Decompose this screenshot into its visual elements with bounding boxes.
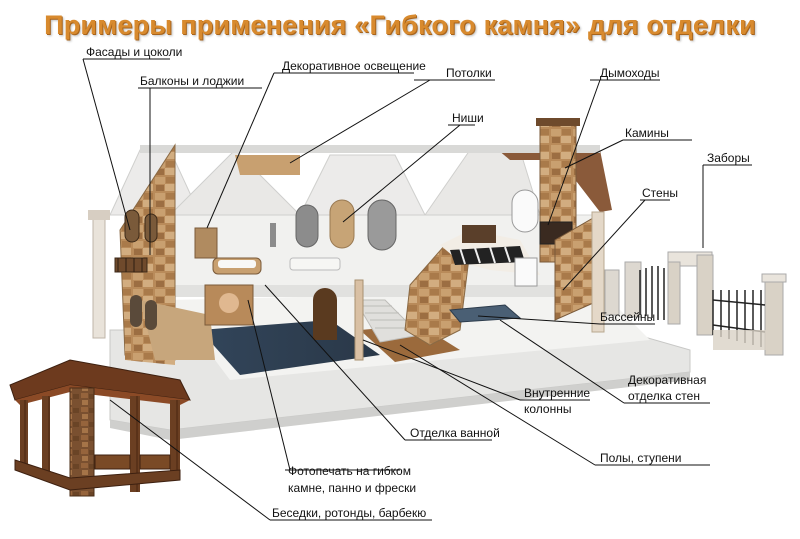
niche bbox=[329, 199, 355, 249]
label-niches: Ниши bbox=[452, 111, 484, 125]
label-bathroom: Отделка ванной bbox=[410, 426, 500, 440]
label-facades: Фасады и цоколи bbox=[86, 45, 183, 59]
ceiling-stone bbox=[235, 155, 300, 175]
label-lighting: Декоративное освещение bbox=[282, 59, 426, 73]
leader-lines bbox=[82, 58, 752, 521]
label-chimneys: Дымоходы bbox=[600, 66, 660, 80]
label-walls: Стены bbox=[642, 186, 678, 200]
label-columns-line2: колонны bbox=[524, 402, 572, 416]
label-photoprint-line1: Фотопечать на гибком bbox=[288, 464, 411, 478]
wrought-iron-gate bbox=[639, 266, 766, 347]
label-fences: Заборы bbox=[707, 151, 750, 165]
label-fireplaces: Камины bbox=[625, 126, 669, 140]
plinth-stone bbox=[140, 300, 215, 360]
label-columns-line1: Внутренние bbox=[524, 386, 591, 400]
label-gazebos: Беседки, ротонды, барбекю bbox=[272, 506, 427, 520]
page-title: Примеры применения «Гибкого камня» для о… bbox=[44, 10, 756, 40]
column bbox=[354, 279, 364, 361]
balcony bbox=[114, 257, 148, 273]
fence-pillar bbox=[604, 269, 620, 316]
label-pools: Бассейны bbox=[600, 310, 656, 324]
roof-right bbox=[498, 150, 612, 212]
label-decor-walls-line1: Декоративная bbox=[628, 373, 707, 387]
label-photoprint-line2: камне, панно и фрески bbox=[288, 481, 417, 495]
gazebo-floor bbox=[14, 459, 181, 491]
label-balconies: Балконы и лоджии bbox=[140, 74, 245, 88]
label-decor-walls-line2: отделка стен bbox=[628, 389, 700, 403]
label-ceilings: Потолки bbox=[446, 66, 492, 80]
label-floors: Полы, ступени bbox=[600, 451, 682, 465]
